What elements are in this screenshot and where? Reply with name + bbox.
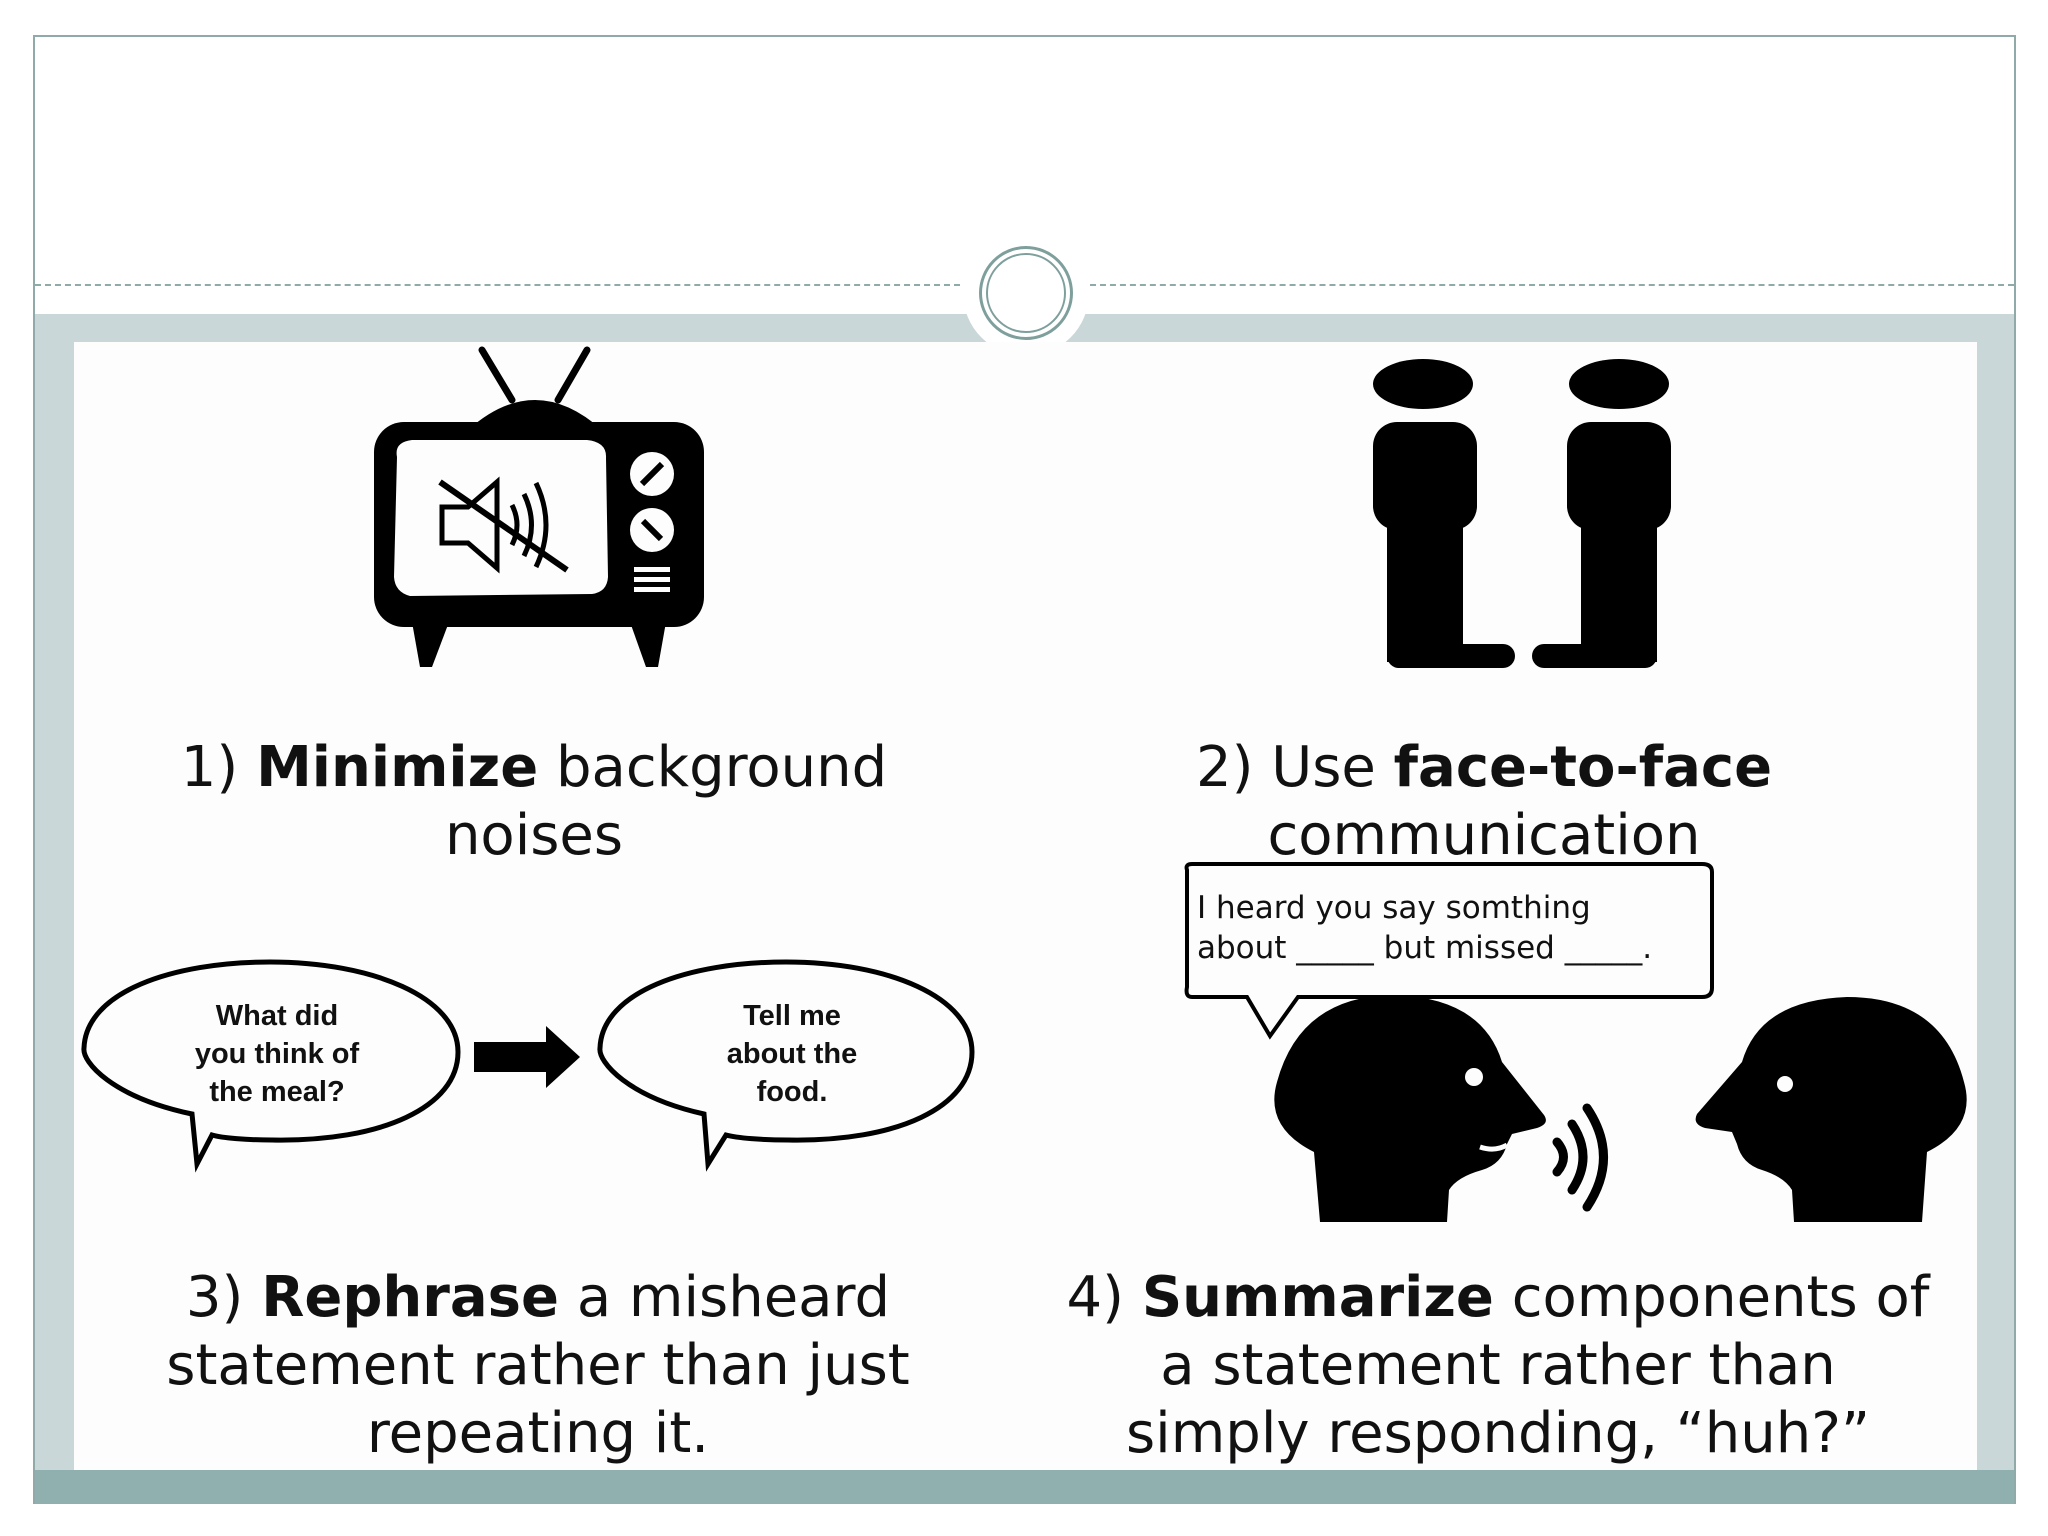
footer-band xyxy=(35,1470,2014,1504)
tip-4-line2: a statement rather than xyxy=(1160,1333,1836,1398)
talking-heads-icon xyxy=(1184,862,1967,1222)
bubble-left-shape xyxy=(81,959,461,1173)
listener-head-shape xyxy=(1695,997,1967,1222)
speech-box-shape xyxy=(1184,862,1714,1040)
tip-1-line2: noises xyxy=(444,803,624,868)
speech-box-text: I heard you say somthing about _____ but… xyxy=(1197,890,1653,966)
tip-4-caption: 4) Summarize components of a statement r… xyxy=(1028,1264,1968,1468)
tip-3-number: 3) xyxy=(185,1265,244,1330)
tip-4-keyword: Summarize xyxy=(1141,1265,1494,1330)
bubble-right-text: Tell me about the food. xyxy=(726,1000,858,1108)
tip-1-text: background xyxy=(556,735,888,800)
muted-tv-icon xyxy=(374,346,704,667)
tip-1-caption: 1) Minimize background noises xyxy=(164,734,904,870)
slide-frame: What did you think of the meal? Tell me … xyxy=(33,35,2016,1504)
tip-2-number: 2) xyxy=(1195,735,1254,800)
tip-3-keyword: Rephrase xyxy=(261,1265,559,1330)
tip-3-line2: statement rather than just xyxy=(166,1333,910,1398)
content-image-panel: What did you think of the meal? Tell me … xyxy=(74,342,1977,1470)
bubble-right-shape xyxy=(597,959,975,1172)
rephrase-bubbles-art xyxy=(81,959,975,1173)
tip-2-caption: 2) Use face-to-face communication xyxy=(1184,734,1784,870)
arrow-right-icon xyxy=(474,1026,580,1088)
tip-2-keyword: face-to-face xyxy=(1393,735,1773,800)
title-divider-right xyxy=(1090,284,2014,286)
tip-4-number: 4) xyxy=(1066,1265,1124,1330)
tip-2-prefix: Use xyxy=(1271,735,1376,800)
tip-2-line2: communication xyxy=(1267,803,1701,868)
sound-waves-icon xyxy=(1552,1103,1608,1212)
tip-1-number: 1) xyxy=(180,735,239,800)
title-divider-left xyxy=(35,284,960,286)
tip-4-line3: simply responding, “huh?” xyxy=(1125,1401,1871,1466)
tip-4-text: components of xyxy=(1511,1265,1930,1330)
tip-3-line3: repeating it. xyxy=(366,1401,710,1466)
two-people-facing-icon xyxy=(1373,359,1671,668)
bubble-left-text: What did you think of the meal? xyxy=(194,1000,360,1108)
speaker-head-shape xyxy=(1274,995,1546,1222)
tip-3-text: a misheard xyxy=(576,1265,891,1330)
tip-3-caption: 3) Rephrase a misheard statement rather … xyxy=(118,1264,958,1468)
tip-1-keyword: Minimize xyxy=(256,735,539,800)
ornament-circle-inner xyxy=(986,253,1066,333)
